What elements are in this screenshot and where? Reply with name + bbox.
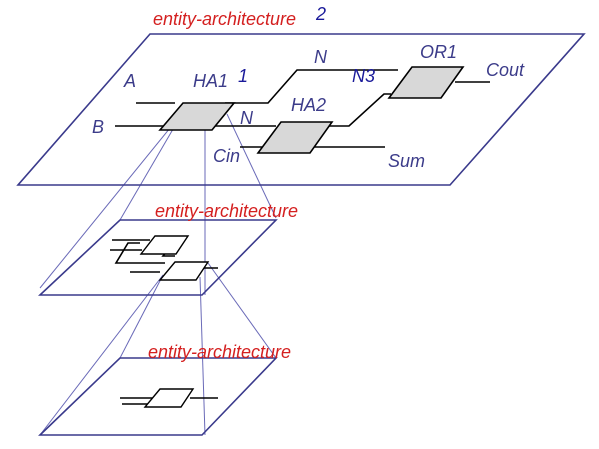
bottom-block <box>143 388 195 408</box>
bottom-plane-title: entity-architecture <box>148 342 291 362</box>
ha1-block <box>158 102 236 131</box>
mid-ha-block-lower <box>158 261 210 281</box>
ha1-label: HA1 <box>193 71 228 91</box>
or1-label: OR1 <box>420 42 457 62</box>
signal-n-lower-label: N <box>240 108 254 128</box>
ha2-label: HA2 <box>291 95 326 115</box>
mid-plane <box>37 219 278 296</box>
mid-ha-block-upper <box>139 235 190 255</box>
top-plane-title-index: 2 <box>315 4 326 24</box>
cout-label: Cout <box>486 60 525 80</box>
mid-plane-title: entity-architecture <box>155 201 298 221</box>
top-plane-title: entity-architecture <box>153 9 296 29</box>
top-plane <box>16 33 586 186</box>
projection-lines-mid-to-bottom <box>39 262 277 436</box>
ha2-block <box>256 121 334 154</box>
port-b-label: B <box>92 117 104 137</box>
sum-label: Sum <box>388 151 425 171</box>
signal-n-upper-label: N <box>314 47 328 67</box>
or1-block <box>387 66 465 99</box>
port-a-label: A <box>123 71 136 91</box>
ha1-index: 1 <box>238 66 248 86</box>
bottom-plane <box>38 357 278 436</box>
cin-label: Cin <box>213 146 240 166</box>
signal-n3-label: N3 <box>352 66 375 86</box>
